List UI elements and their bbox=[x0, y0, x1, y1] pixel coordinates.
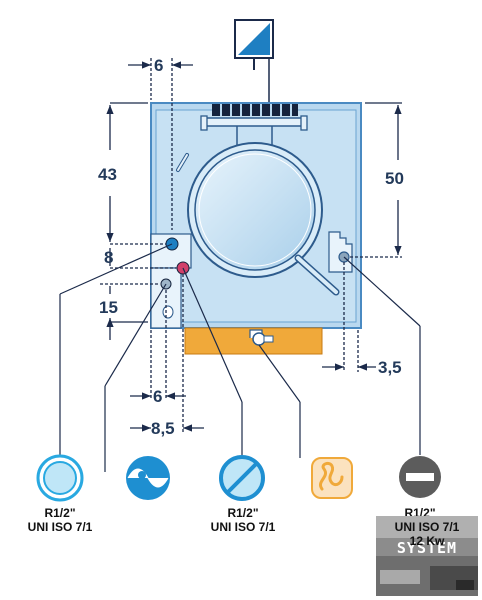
round-kettle bbox=[187, 142, 340, 296]
dim-bottom-mid: 8,5 bbox=[151, 419, 175, 438]
dimension-lines bbox=[100, 58, 402, 432]
water-inlet-icon bbox=[36, 454, 84, 502]
gas-inlet-icon bbox=[219, 455, 265, 501]
steam-icon bbox=[311, 457, 353, 499]
left-inlet-bracket bbox=[150, 233, 192, 329]
dim-gap-small: 8 bbox=[104, 248, 113, 267]
watermark-text: SYSTEM bbox=[397, 539, 457, 557]
drain-wave-icon bbox=[126, 456, 170, 500]
gas-inlet-size: R1/2" bbox=[227, 506, 258, 520]
leader-lines bbox=[59, 243, 421, 472]
watermark-photo: SYSTEM bbox=[376, 516, 478, 596]
dim-right-offset: 3,5 bbox=[378, 358, 402, 377]
dim-top-offset: 6 bbox=[154, 56, 163, 75]
drain-standard: UNI ISO 7/1 bbox=[395, 520, 460, 534]
drain-rating: 12 Kw bbox=[410, 534, 445, 548]
electric-symbol-icon bbox=[234, 19, 274, 70]
dim-height-right: 50 bbox=[385, 169, 404, 188]
steam-drawer bbox=[184, 327, 323, 355]
dim-height-left: 43 bbox=[98, 165, 117, 184]
no-entry-icon bbox=[399, 456, 441, 498]
water-inlet-standard: UNI ISO 7/1 bbox=[28, 520, 93, 534]
dim-gap-mid: 15 bbox=[99, 298, 118, 317]
dim-bottom-left: 6 bbox=[153, 387, 162, 406]
gas-inlet-standard: UNI ISO 7/1 bbox=[211, 520, 276, 534]
water-inlet-size: R1/2" bbox=[44, 506, 75, 520]
